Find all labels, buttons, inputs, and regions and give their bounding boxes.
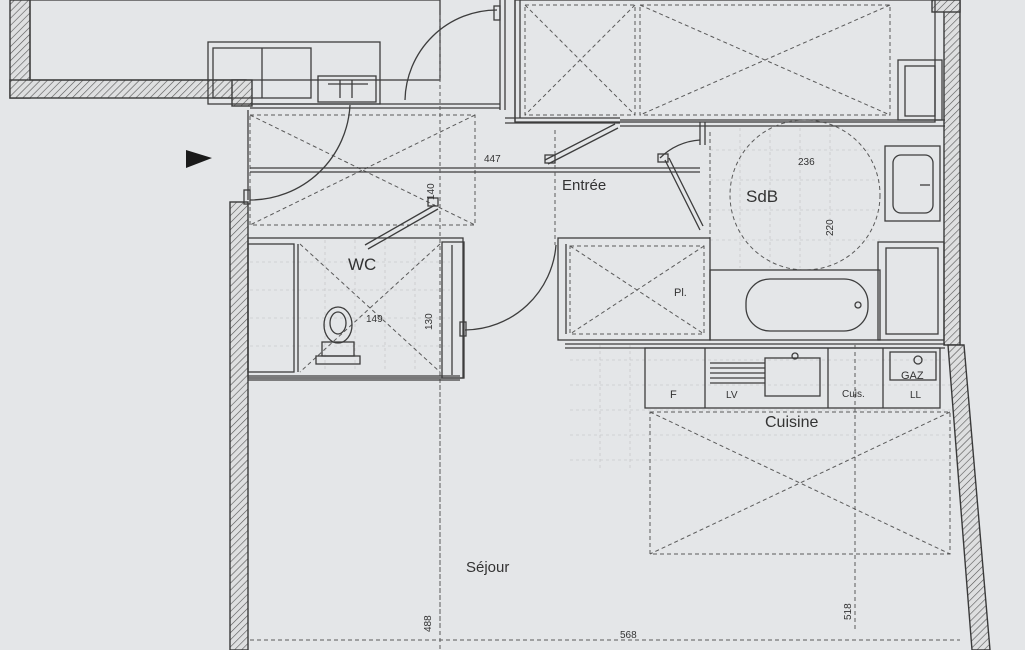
drainer-icon bbox=[710, 362, 765, 384]
placard bbox=[557, 237, 711, 341]
walls bbox=[9, 0, 991, 650]
door-sdb-swing bbox=[659, 139, 701, 159]
wall-right-lower bbox=[947, 344, 991, 650]
turning-circle bbox=[729, 119, 881, 271]
entrance-arrow-icon bbox=[186, 150, 212, 168]
kitchen-sink-icon bbox=[764, 357, 821, 397]
door-bedroom-swing bbox=[404, 9, 498, 101]
wc-room bbox=[247, 237, 465, 379]
dim-entree-width: 447 bbox=[484, 154, 501, 165]
entree-area bbox=[249, 0, 945, 650]
kitchen bbox=[565, 343, 951, 555]
dim-sdb-width: 236 bbox=[798, 157, 815, 168]
gas-box bbox=[889, 351, 937, 381]
dim-sdb-depth: 220 bbox=[825, 219, 836, 236]
fixture-label-washer: LL bbox=[910, 390, 922, 401]
toilet-icon bbox=[315, 306, 361, 365]
wall-right bbox=[943, 0, 961, 346]
dim-sejour-width: 568 bbox=[620, 630, 637, 641]
wall-top-right-corner bbox=[931, 0, 961, 13]
doors bbox=[243, 5, 704, 337]
fixture-label-fridge: F bbox=[670, 389, 677, 401]
room-label-cuisine: Cuisine bbox=[765, 414, 818, 431]
door-front-swing bbox=[249, 104, 351, 201]
wall-top-left-bottom bbox=[9, 79, 247, 99]
sejour-area bbox=[248, 345, 960, 641]
fixture-label-cooktop: Cuis. bbox=[842, 389, 865, 400]
dim-wc-width: 149 bbox=[366, 314, 383, 325]
room-label-wc: WC bbox=[348, 255, 376, 274]
room-label-sejour: Séjour bbox=[466, 559, 509, 576]
fixture-label-placard: Pl. bbox=[674, 287, 687, 299]
sink-icon bbox=[892, 154, 934, 214]
wall-left bbox=[229, 201, 249, 650]
room-label-sdb: SdB bbox=[746, 187, 778, 206]
wall-entry-stub bbox=[231, 79, 253, 107]
dim-cuisine-depth: 518 bbox=[843, 603, 854, 620]
sdb-room bbox=[709, 119, 945, 341]
fixture-label-dishwasher: LV bbox=[726, 390, 738, 401]
door-sejour-swing bbox=[464, 244, 557, 331]
dim-wc-depth: 130 bbox=[424, 313, 435, 330]
dim-sejour-depth: 488 bbox=[423, 615, 434, 632]
dim-entree-depth: 140 bbox=[426, 183, 437, 200]
fixture-label-gas: GAZ bbox=[901, 370, 924, 382]
room-label-entree: Entrée bbox=[562, 177, 606, 194]
